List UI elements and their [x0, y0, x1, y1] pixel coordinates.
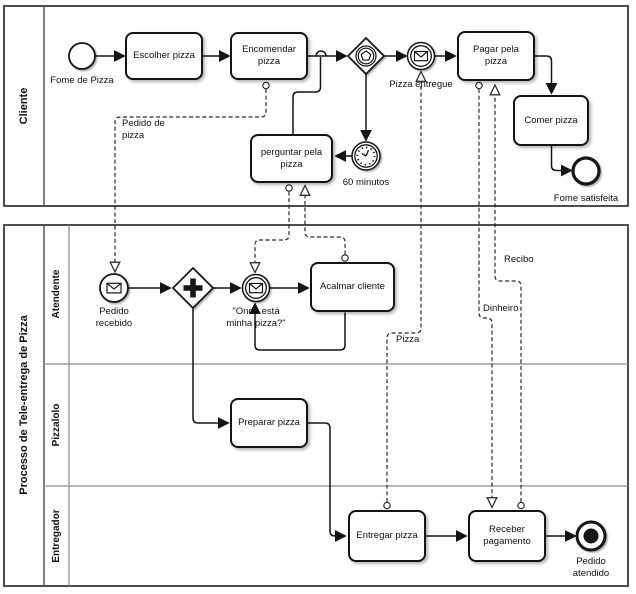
message-flow-source-dots: [262, 81, 525, 510]
msg-pizza: [386, 73, 421, 502]
start-event-fome-de-pizza[interactable]: [68, 42, 96, 70]
task-label: Comer pizza: [524, 114, 578, 126]
seq-preparar-to-entregar: [308, 422, 347, 542]
message-event-onde-esta[interactable]: [241, 273, 271, 303]
pool-title-cliente: Cliente: [18, 87, 30, 125]
label-fome-de-pizza: Fome de Pizza: [50, 75, 114, 86]
lane-title-entregador: Entregador: [50, 509, 62, 563]
label-fome-satisfeita: Fome satisfeita: [553, 193, 619, 204]
terminate-icon: [583, 528, 599, 544]
task-label: Acalmar cliente: [320, 281, 385, 293]
event-based-gateway[interactable]: [346, 36, 386, 76]
task-label: Entregar pizza: [356, 530, 418, 542]
message-icon: [106, 282, 122, 294]
task-label: Preparar pizza: [238, 417, 300, 429]
label-pizza: Pizza: [396, 334, 420, 345]
task-preparar-pizza[interactable]: Preparar pizza: [230, 398, 308, 448]
label-pedido-atendido: Pedido atendido: [572, 556, 610, 579]
seq-comer-to-end: [550, 146, 573, 177]
task-label: Pagar pela pizza: [473, 44, 519, 67]
label-pedido-recebido: Pedido recebido: [95, 306, 133, 329]
seq-perguntar-loopback: [292, 57, 322, 134]
start-event-pedido-recebido[interactable]: [99, 273, 129, 303]
message-icon: [413, 50, 429, 62]
task-entregar-pizza[interactable]: Entregar pizza: [348, 510, 426, 562]
msg-source-acalmar: [341, 254, 349, 262]
label-pizza-entregue: Pizza entregue: [389, 79, 453, 90]
msg-source-encomendar: [262, 81, 270, 90]
label-60-minutos: 60 minutos: [342, 177, 390, 188]
task-pagar-pela-pizza[interactable]: Pagar pela pizza: [457, 31, 535, 81]
message-flows: [115, 73, 522, 507]
label-recibo: Recibo: [504, 254, 534, 265]
msg-source-receber: [517, 501, 525, 510]
msg-source-pagar: [475, 81, 483, 90]
msg-dinheiro: [478, 89, 492, 507]
seq-loop-junction-hop: [315, 50, 327, 57]
message-event-pizza-entregue[interactable]: [406, 41, 436, 71]
label-pedido-de-pizza: Pedido de pizza: [122, 118, 165, 141]
pool-title-processo: Processo de Tele-entrega de Pizza: [18, 315, 30, 495]
task-label: Escolher pizza: [133, 50, 195, 62]
end-event-pedido-atendido[interactable]: [575, 520, 607, 552]
task-acalmar-cliente[interactable]: Acalmar cliente: [310, 262, 395, 312]
lane-title-pizzaiolo: Pizzalolo: [50, 403, 62, 447]
msg-recibo: [495, 86, 522, 502]
seq-gateway-to-preparar: [192, 308, 230, 429]
task-escolher-pizza[interactable]: Escolher pizza: [125, 32, 203, 80]
label-onde-esta: "Onde está minha pizza?": [226, 306, 286, 329]
pentagon-icon: [360, 50, 372, 61]
task-receber-pagamento[interactable]: Receber pagamento: [468, 510, 546, 562]
msg-perguntar-to-onde-esta: [255, 191, 290, 272]
message-icon: [248, 282, 264, 294]
label-dinheiro: Dinheiro: [483, 303, 519, 314]
msg-source-perguntar: [285, 184, 293, 192]
lane-title-atendente: Atendente: [50, 269, 62, 319]
task-encomendar-pizza[interactable]: Encomendar pizza: [230, 32, 308, 80]
task-label: perguntar pela pizza: [260, 146, 323, 170]
clock-icon: [356, 146, 376, 166]
sequence-flows: [95, 50, 577, 542]
task-label: Receber pagamento: [483, 524, 531, 547]
timer-event-60-minutos[interactable]: [351, 141, 381, 171]
msg-acalmar-to-perguntar: [305, 187, 346, 255]
msg-pedido-de-pizza: [115, 89, 267, 271]
task-label: Encomendar pizza: [242, 44, 296, 67]
end-event-fome-satisfeita[interactable]: [571, 156, 601, 186]
parallel-gateway[interactable]: [171, 266, 215, 310]
seq-pagar-to-comer: [535, 55, 558, 95]
task-comer-pizza[interactable]: Comer pizza: [513, 95, 589, 146]
msg-source-entregar: [383, 501, 391, 510]
seq-acalmar-loop-to-onde-esta: [249, 302, 346, 351]
task-perguntar-pela-pizza[interactable]: perguntar pela pizza: [250, 134, 333, 183]
plus-icon: [183, 278, 203, 298]
